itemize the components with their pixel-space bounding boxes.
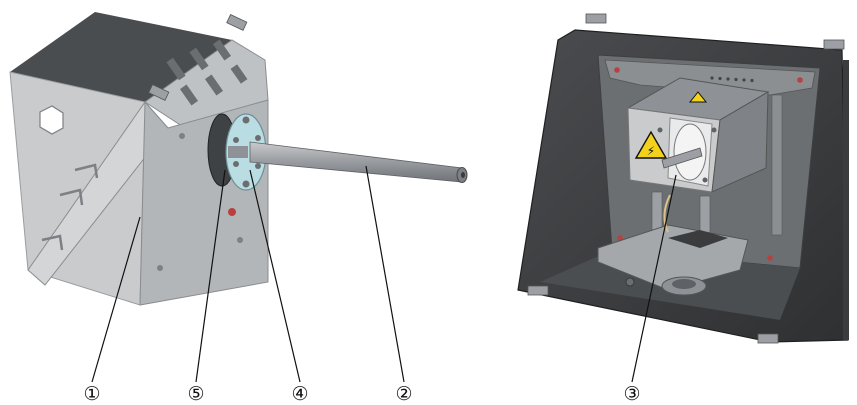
housing-unit [9,12,468,306]
housing-bolt [157,265,163,271]
crossbar-holes [710,76,754,83]
enclosure-unit: ⚡ [517,13,849,344]
warning-label-front: ⚡ [634,130,668,159]
flange-clamp [228,146,248,158]
warning-label-top [688,91,708,103]
callout-2: ② [395,383,412,405]
door-slots [41,163,99,251]
enclosure-side-rail [771,94,783,236]
hex-port [39,105,64,135]
cover-slots [166,39,248,106]
enclosure-crossbar [604,59,816,96]
module-bolts [657,127,717,183]
leader-line-2 [365,165,405,383]
module-cable [663,194,671,233]
housing-bolt [179,133,185,139]
sensor-rod [661,147,703,169]
enclosure-latch [823,39,845,50]
panel-screws [614,67,803,261]
leader-line-5 [195,169,226,383]
enclosure-latch [757,333,779,344]
leader-line-1 [91,216,141,383]
enclosure-latch [527,285,549,296]
bottom-connector-inner [672,279,696,289]
analyzer-side-face [711,91,769,193]
base-tray-opening [668,230,728,248]
leader-line-4 [249,169,301,383]
latch-clip-top [226,14,248,31]
floor-bolt [625,277,635,287]
probe-tube [249,141,463,183]
callout-4: ④ [291,383,308,405]
leader-line-3 [631,174,677,383]
housing-bolt [237,237,243,243]
callout-5: ⑤ [187,383,204,405]
flange-bolts [233,116,261,188]
leader-lines [91,165,677,383]
enclosure-latch [585,13,607,24]
housing-indicator [228,208,236,216]
enclosure-hinge [843,60,849,340]
callout-labels: ① ⑤ ④ ② ③ [83,383,640,405]
probe-tip-hole [461,172,465,178]
latch-clip-front [148,84,170,101]
warning-label-glyph: ⚡ [647,144,655,158]
callout-1: ① [83,383,100,405]
callout-3: ③ [623,383,640,405]
